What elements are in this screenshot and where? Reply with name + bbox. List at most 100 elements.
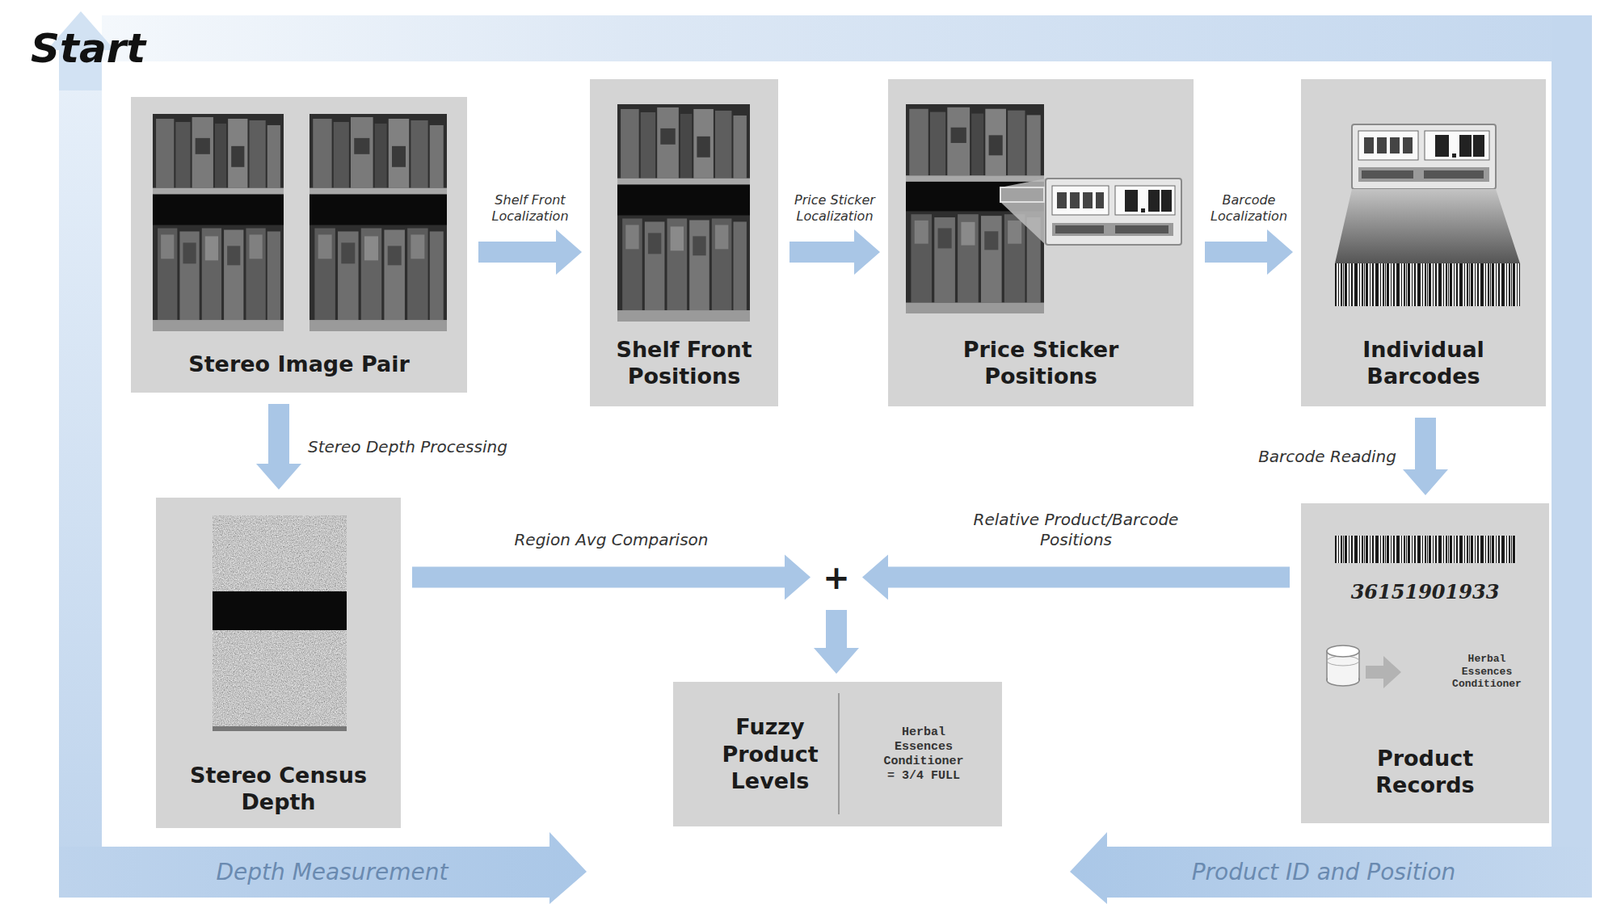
frame-band xyxy=(1551,15,1592,898)
product-name: Herbal Essences Conditioner xyxy=(1442,652,1532,691)
label-box: Depth Measurement xyxy=(215,858,448,887)
label-box: Product ID and Position xyxy=(1191,858,1457,887)
barcode-zoom xyxy=(1459,134,1472,157)
barcode-zoom xyxy=(1423,170,1484,179)
flow-arrow xyxy=(256,404,302,490)
sticker-image xyxy=(1141,208,1146,213)
record-image xyxy=(1326,535,1516,689)
band-label: Depth Measurement xyxy=(215,858,448,887)
box-title: Price Sticker Positions xyxy=(943,336,1138,392)
product-arrow xyxy=(1069,832,1592,904)
sticker-image xyxy=(1052,185,1109,215)
frame-band xyxy=(101,15,1592,62)
plus-sign: + xyxy=(822,561,851,594)
sticker-image xyxy=(1052,223,1174,236)
record-image xyxy=(1334,535,1516,564)
stereo-image xyxy=(152,113,447,332)
edge-label: Relative Product/Barcode Positions xyxy=(967,509,1186,551)
box-title: Stereo Census Depth xyxy=(185,762,372,817)
barcode-zoom xyxy=(1334,189,1520,264)
edge-label-box: Price Sticker Localization xyxy=(774,192,896,225)
barcode-number: 36151901933 xyxy=(1351,580,1500,605)
flow-arrow xyxy=(478,229,582,275)
depth-image xyxy=(212,515,347,592)
edge-label: Barcode Reading xyxy=(1258,446,1397,468)
result-box: Fuzzy Product Levels Herbal Essences Cond… xyxy=(673,682,1003,827)
edge-label-box: Region Avg Comparison xyxy=(513,530,708,551)
image-box: Stereo Image Pair xyxy=(130,96,468,393)
barcode-zoom xyxy=(1473,134,1485,157)
edge-label: Region Avg Comparison xyxy=(513,530,708,551)
image-box: Price Sticker Positions xyxy=(888,79,1194,407)
sticker-image xyxy=(1095,192,1104,209)
sticker-image xyxy=(1115,225,1169,234)
barcode-zoom xyxy=(1376,137,1387,154)
sticker-image xyxy=(1124,189,1138,212)
record-image xyxy=(1327,670,1359,681)
sticker-image xyxy=(1082,192,1093,209)
depth-image xyxy=(212,630,347,727)
shelf-image xyxy=(617,104,750,322)
band-label: Product ID and Position xyxy=(1191,858,1457,887)
start-label: Start xyxy=(30,24,146,73)
barcode-zoom xyxy=(1364,137,1374,154)
barcode-zoom xyxy=(1351,124,1496,190)
barcode-zoom xyxy=(1424,130,1490,160)
image-box: Stereo Census Depth xyxy=(155,497,401,829)
barcode-zoom xyxy=(1402,137,1413,154)
record-image xyxy=(1334,535,1516,564)
depth-image xyxy=(212,515,347,732)
depth-image xyxy=(212,726,347,732)
sticker-image xyxy=(1161,189,1172,212)
stereo-image xyxy=(152,113,284,332)
record-image xyxy=(1326,656,1360,666)
barcode-zoom xyxy=(1358,167,1490,182)
sticker-image xyxy=(1148,189,1160,212)
record-box: 36151901933Herbal Essences ConditionerPr… xyxy=(1301,503,1550,824)
sticker-image xyxy=(905,104,1045,314)
flow-arrow xyxy=(1204,229,1293,275)
label-box: Start xyxy=(30,24,146,73)
record-image xyxy=(1326,645,1360,657)
barcode-zoom xyxy=(1358,130,1419,160)
box-title: Stereo Image Pair xyxy=(188,350,410,379)
flow-arrow xyxy=(412,555,811,601)
divider-line xyxy=(837,693,840,815)
box-title: Fuzzy Product Levels xyxy=(701,713,839,796)
frame-band xyxy=(58,80,102,898)
barcode-zoom xyxy=(1389,137,1400,154)
depth-image xyxy=(212,591,347,631)
edge-label: Price Sticker Localization xyxy=(774,192,896,225)
edge-label-box: Shelf Front Localization xyxy=(473,192,587,225)
barcode-zoom xyxy=(1435,134,1449,157)
sticker-image xyxy=(1069,192,1080,209)
record-image xyxy=(1326,674,1360,687)
edge-label-box: Barcode Reading xyxy=(1258,446,1397,468)
box-title: Shelf Front Positions xyxy=(599,336,770,392)
junction-plus: + xyxy=(818,555,855,599)
box-title: Individual Barcodes xyxy=(1334,336,1513,392)
image-box: Individual Barcodes xyxy=(1301,79,1546,407)
barcode-zoom xyxy=(1452,153,1457,158)
level-readout: Herbal Essences Conditioner = 3/4 FULL xyxy=(879,725,969,784)
flow-arrow xyxy=(862,555,1290,601)
stereo-image xyxy=(309,113,447,332)
sticker-image xyxy=(1045,178,1182,245)
record-image xyxy=(1326,651,1360,681)
edge-label: Shelf Front Localization xyxy=(473,192,587,225)
edge-label: Stereo Depth Processing xyxy=(307,437,508,458)
record-image xyxy=(1365,656,1402,689)
sticker-image xyxy=(1055,225,1104,234)
shelf-image xyxy=(617,104,750,322)
flow-arrow xyxy=(789,229,880,275)
barcode-zoom xyxy=(1334,263,1520,307)
edge-label-box: Relative Product/Barcode Positions xyxy=(967,509,1186,551)
sticker-image xyxy=(905,104,1182,314)
image-box: Shelf Front Positions xyxy=(589,79,779,407)
edge-label: Barcode Localization xyxy=(1198,192,1300,225)
depth-arrow xyxy=(58,832,587,904)
sticker-image xyxy=(1000,187,1045,203)
flow-arrow xyxy=(813,610,859,674)
barcode-zoom xyxy=(1361,170,1414,179)
